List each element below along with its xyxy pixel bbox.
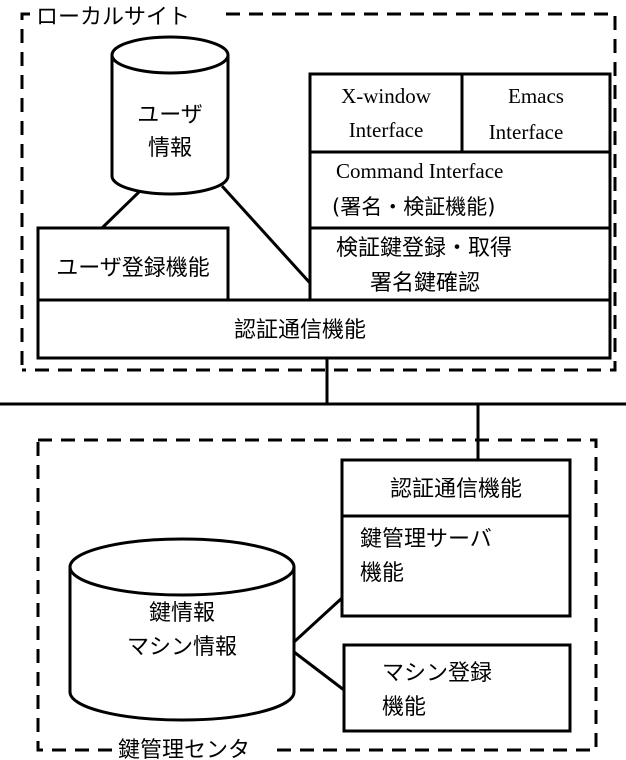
- center-auth-comm-box: [340, 458, 572, 518]
- key-server-label-line1: 鍵管理サーバ: [360, 527, 492, 552]
- verify-key-label-line2: 署名鍵確認: [370, 271, 480, 296]
- local-site-title: ローカルサイト: [36, 5, 190, 30]
- emacs-label-line2: Interface: [489, 120, 564, 144]
- key-db-label-line2: マシン情報: [127, 635, 237, 660]
- keydb-to-machine-reg-line: [293, 650, 345, 692]
- xwindow-label-line1: X-window: [341, 84, 432, 108]
- local-auth-comm-label: 認証通信機能: [234, 318, 366, 343]
- command-label-line1: Command Interface: [336, 159, 503, 183]
- command-label-line2: (署名・検証機能): [332, 195, 495, 219]
- verify-key-box: [308, 226, 612, 302]
- machine-registration-box: [342, 643, 572, 733]
- user-db-label-line1: ユーザ: [137, 103, 203, 128]
- local-auth-comm-box: [36, 298, 612, 360]
- user-db-label-line2: 情報: [148, 136, 192, 161]
- verify-key-label-line1: 検証鍵登録・取得: [336, 236, 512, 261]
- key-server-label-line2: 機能: [360, 561, 404, 586]
- local-site-boundary: [20, 12, 617, 372]
- machine-reg-label-line2: 機能: [382, 695, 426, 720]
- center-auth-comm-label: 認証通信機能: [390, 477, 522, 502]
- key-info-database: 鍵情報 マシン情報: [68, 537, 296, 722]
- db-to-verify-line: [220, 184, 312, 285]
- user-info-database: ユーザ 情報: [110, 35, 230, 196]
- machine-reg-label-line1: マシン登録: [382, 661, 492, 686]
- key-center-title: 鍵管理センタ: [118, 738, 250, 760]
- xwindow-label-line2: Interface: [349, 118, 424, 142]
- emacs-label-line1: Emacs: [508, 84, 564, 108]
- db-to-user-reg-line: [100, 189, 142, 230]
- key-center-boundary: [36, 438, 598, 752]
- user-registration-label: ユーザ登録機能: [56, 256, 210, 281]
- key-server-box: [340, 514, 572, 618]
- keydb-to-server-line: [292, 596, 344, 644]
- command-interface-box: [308, 150, 612, 230]
- key-db-label-line1: 鍵情報: [149, 601, 215, 626]
